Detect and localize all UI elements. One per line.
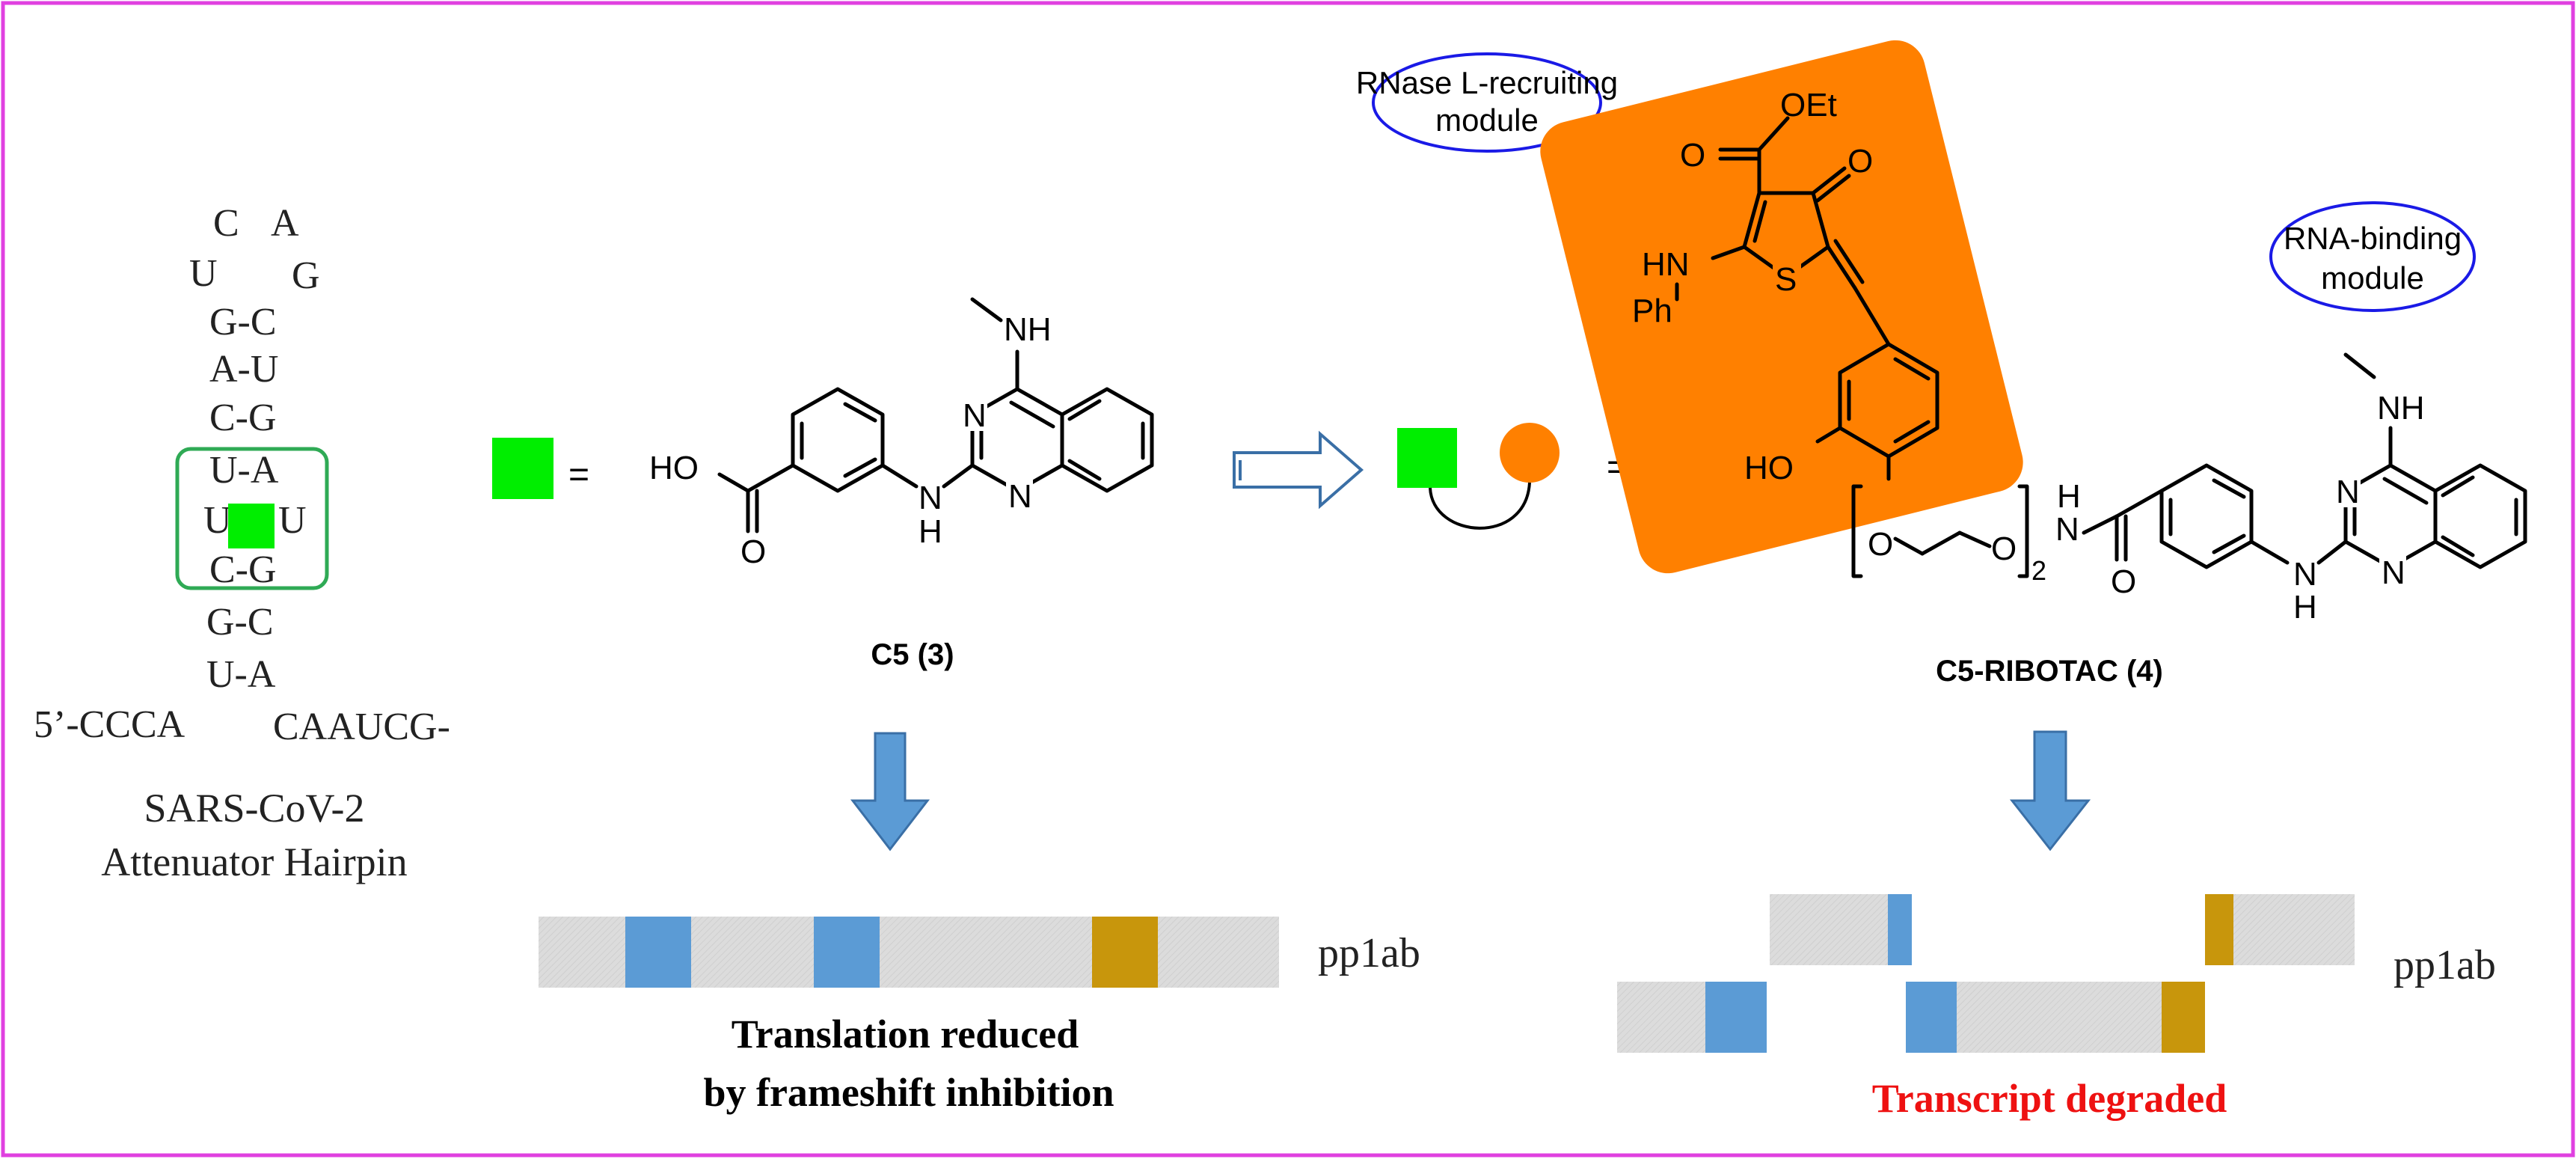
ribotac-atom-h-link: H bbox=[2293, 589, 2317, 626]
transcript-label-left: pp1ab bbox=[1318, 930, 1420, 976]
hollow-arrow bbox=[1233, 430, 1364, 510]
bulge-base-left: U bbox=[203, 499, 232, 542]
equals-sign-1: = bbox=[568, 455, 589, 495]
loop-base-g: G bbox=[292, 254, 320, 297]
outcome-left-line1: Translation reduced bbox=[732, 1012, 1079, 1056]
base-pair-4: U-A bbox=[209, 449, 279, 492]
ribotac-green-square bbox=[1397, 428, 1457, 488]
ribotac-linker-arc bbox=[1429, 482, 1531, 530]
outcome-left-line2: by frameshift inhibition bbox=[703, 1070, 1114, 1115]
ribotac-atom-o-ether2: O bbox=[1991, 530, 2017, 567]
legend-green-square bbox=[492, 438, 553, 499]
hairpin-caption-line1: SARS-CoV-2 bbox=[144, 786, 364, 831]
hairpin-structure: C A U G G-C A-U C-G U-A U U C-G G-C U-A … bbox=[34, 202, 450, 884]
ribotac-atom-ho: HO bbox=[1744, 450, 1794, 486]
segment-blue-2 bbox=[814, 917, 880, 988]
base-pair-2: A-U bbox=[209, 348, 278, 391]
ribotac-atom-o-ether1: O bbox=[1868, 526, 1893, 563]
c5-atom-h-link: H bbox=[919, 513, 942, 550]
segment-blue-1 bbox=[625, 917, 691, 988]
ribotac-atom-o-ester: O bbox=[1680, 137, 1705, 174]
ribotac-atom-n-link: N bbox=[2293, 556, 2317, 593]
ribotac-atom-s: S bbox=[1775, 261, 1797, 298]
ribotac-atom-nh-top: NH bbox=[2377, 390, 2425, 426]
outcome-right-line1: Transcript degraded bbox=[1872, 1076, 2227, 1121]
c5-atom-n1: N bbox=[963, 397, 987, 434]
five-prime-strand: 5’-CCCA bbox=[34, 703, 185, 746]
c5-atom-n-link: N bbox=[919, 480, 942, 516]
ribotac-atom-oet: OEt bbox=[1780, 87, 1837, 123]
segment-gold bbox=[1092, 917, 1158, 988]
rnase-module-highlight bbox=[1540, 40, 2023, 574]
base-pair-6: G-C bbox=[206, 601, 274, 643]
bulge-base-right: U bbox=[278, 499, 307, 542]
down-arrow-left bbox=[850, 732, 930, 851]
rna-module-ellipse bbox=[2269, 201, 2476, 312]
c5-atom-o: O bbox=[740, 533, 766, 570]
rnase-module-label-line2: module bbox=[1435, 103, 1539, 138]
ribotac-atom-o-ketone: O bbox=[1847, 143, 1873, 180]
loop-base-a: A bbox=[271, 202, 299, 245]
rna-module-label-line1: RNA-binding bbox=[2284, 221, 2462, 256]
ribotac-atom-hn: HN bbox=[1642, 246, 1690, 283]
c5-atom-n2: N bbox=[1008, 478, 1032, 515]
ribotac-structure: O OEt O HN Ph S HO O O 2 bbox=[1632, 87, 2527, 688]
rna-module-label-line2: module bbox=[2321, 260, 2424, 296]
rnase-module-ellipse bbox=[1372, 52, 1602, 153]
transcript-right-fragments bbox=[1617, 894, 2355, 1053]
green-ligand-square bbox=[228, 504, 275, 548]
rnase-module-label-line1: RNase L-recruiting bbox=[1356, 65, 1618, 100]
down-arrow-right bbox=[2009, 730, 2091, 851]
hairpin-caption-line2: Attenuator Hairpin bbox=[101, 840, 407, 884]
base-pair-3: C-G bbox=[209, 397, 277, 439]
ribotac-orange-circle bbox=[1500, 423, 1560, 483]
ribotac-peg-subscript: 2 bbox=[2031, 555, 2046, 586]
three-prime-strand: CAAUCG- bbox=[273, 706, 450, 748]
loop-base-c: C bbox=[213, 202, 239, 245]
ribotac-atom-o-amide: O bbox=[2111, 563, 2136, 600]
transcript-label-right: pp1ab bbox=[2393, 942, 2496, 988]
loop-base-u: U bbox=[189, 252, 218, 295]
ribotac-atom-n1: N bbox=[2336, 474, 2360, 510]
ribotac-atom-amide-n: N bbox=[2055, 511, 2079, 548]
transcript-left bbox=[539, 917, 1279, 988]
ribotac-atom-amide-h: H bbox=[2057, 478, 2081, 515]
c5-label: C5 (3) bbox=[871, 638, 954, 671]
ribotac-atom-n2: N bbox=[2382, 554, 2405, 591]
base-pair-1: G-C bbox=[209, 301, 277, 343]
c5-atom-ho: HO bbox=[649, 450, 699, 486]
base-pair-5: C-G bbox=[209, 548, 277, 591]
base-pair-7: U-A bbox=[206, 653, 276, 696]
ribotac-atom-ph: Ph bbox=[1632, 293, 1672, 329]
c5-structure: HO O N H N N NH C5 (3) bbox=[649, 297, 1154, 671]
c5-atom-nh-top: NH bbox=[1004, 311, 1052, 348]
ribotac-label: C5-RIBOTAC (4) bbox=[1936, 655, 2163, 688]
binding-site-box bbox=[175, 447, 329, 590]
